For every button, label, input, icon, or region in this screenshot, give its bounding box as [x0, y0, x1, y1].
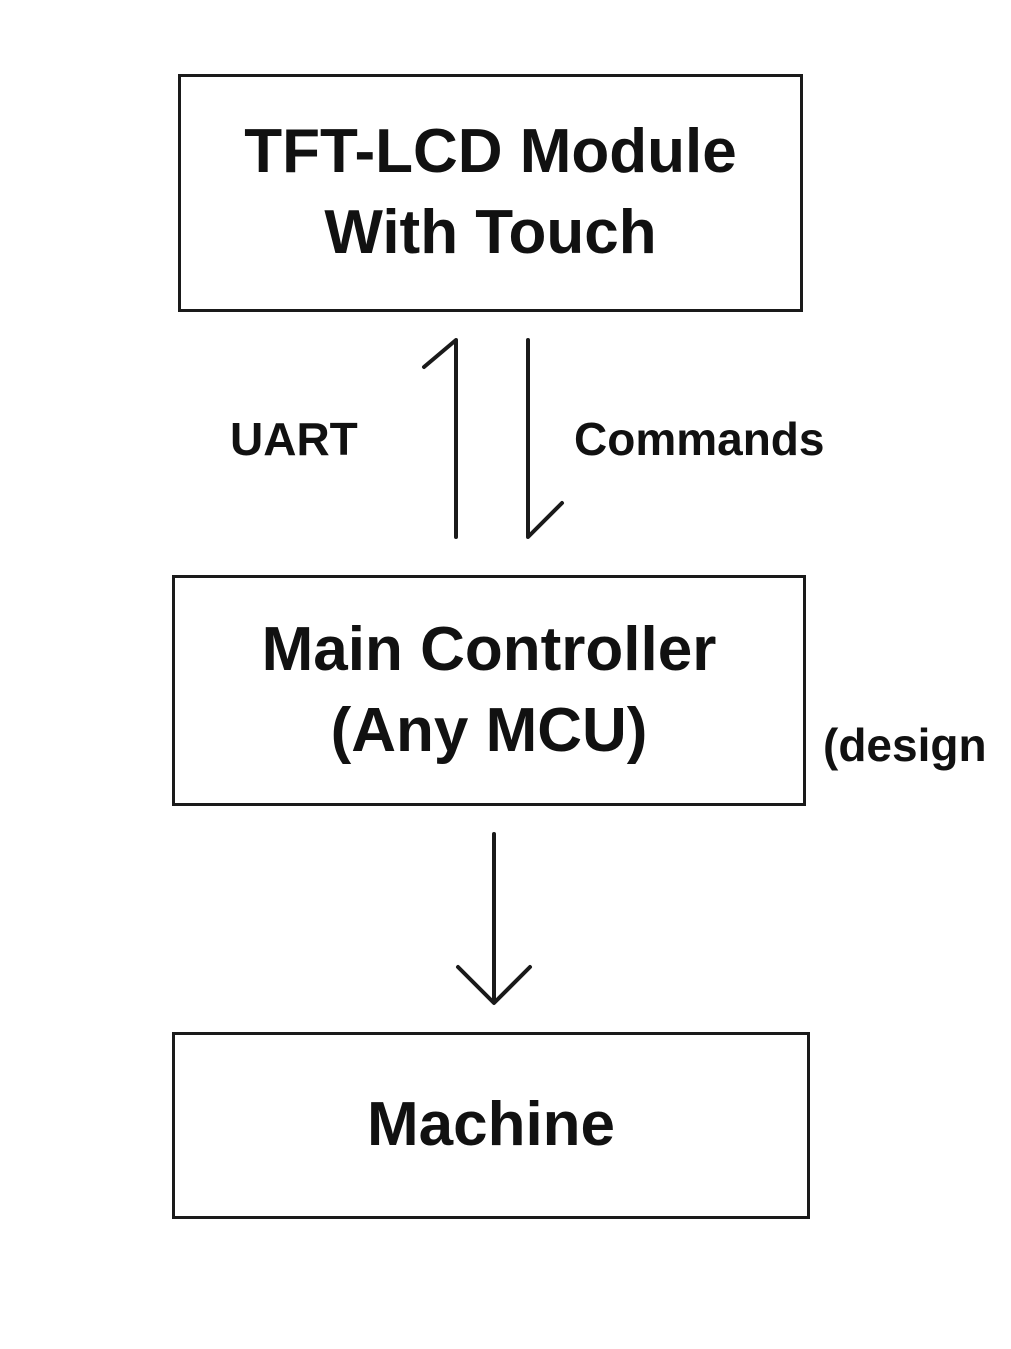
machine-title: Machine	[366, 1090, 616, 1160]
arrow-down-icon	[456, 832, 532, 1005]
main-controller-subtitle: (Any MCU)	[330, 695, 648, 765]
tft-lcd-module-subtitle: With Touch	[324, 198, 657, 267]
main-controller-box: Main Controller (Any MCU)	[172, 575, 806, 806]
main-controller-title: Main Controller	[261, 614, 717, 684]
commands-label: Commands	[574, 413, 825, 465]
design-label: (design	[823, 719, 987, 771]
tft-lcd-module-box: TFT-LCD Module With Touch	[178, 74, 803, 312]
tft-lcd-module-title: TFT-LCD Module	[244, 117, 737, 187]
half-arrow-up-icon	[422, 338, 458, 539]
machine-box: Machine	[172, 1032, 810, 1219]
half-arrow-down-icon	[526, 338, 564, 539]
uart-label: UART	[230, 413, 358, 465]
